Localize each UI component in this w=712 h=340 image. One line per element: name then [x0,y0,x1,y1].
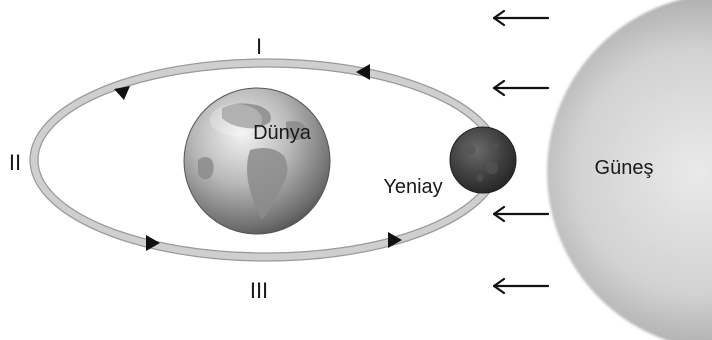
orbit-arrow [114,86,130,100]
moon-label: Yeniay [383,176,442,198]
sunlight-arrow [492,205,550,223]
orbit-arrow [388,232,402,248]
sun-icon [547,0,712,340]
moon-craters [466,143,499,182]
orbit-direction-arrows [114,64,402,251]
position-label-1: I [256,34,262,59]
earth-continents [198,103,307,220]
moon [449,126,517,194]
sun-label: Güneş [595,157,654,179]
earth-label: Dünya [253,122,312,144]
sun [547,0,712,340]
sunlight-arrows [492,9,550,295]
earth [183,87,331,235]
sunlight-arrow [492,9,550,27]
position-label-3: III [250,278,268,303]
sunlight-arrow [492,79,550,97]
sunlight-arrow [492,277,550,295]
orbit-arrow [146,235,160,251]
orbit-arrow [356,64,370,80]
moon-icon [449,126,517,194]
position-label-2: II [9,150,21,175]
